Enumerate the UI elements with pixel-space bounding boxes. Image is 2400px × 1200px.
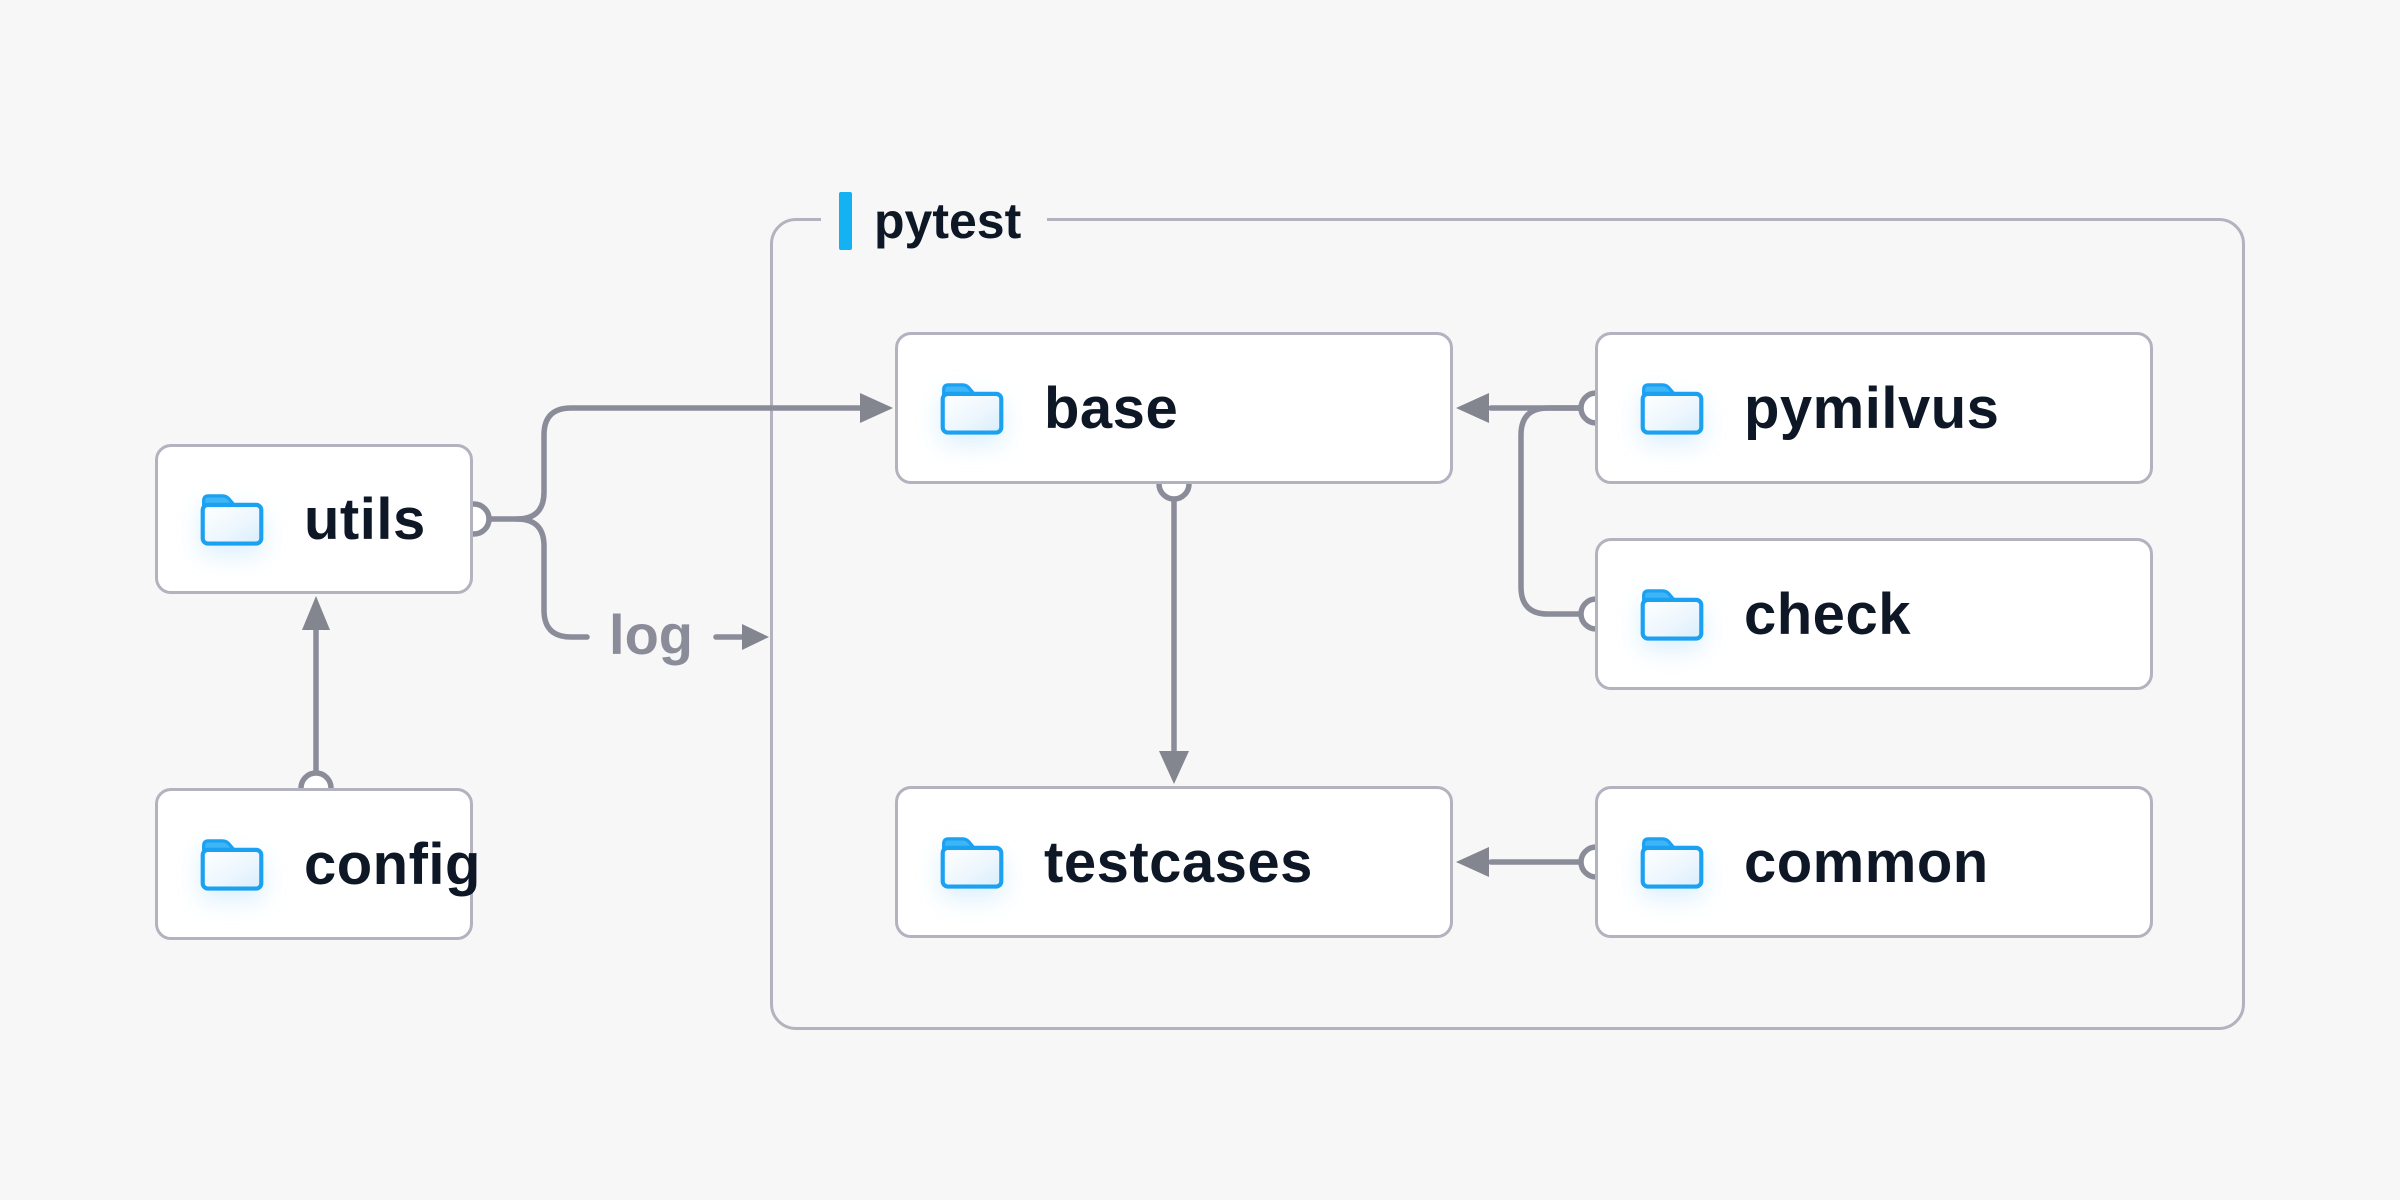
node-config: config bbox=[155, 788, 480, 940]
node-label: utils bbox=[304, 486, 426, 552]
folder-icon bbox=[938, 833, 1006, 892]
node-base: base bbox=[895, 332, 1453, 484]
node-label: pymilvus bbox=[1744, 375, 2000, 441]
node-label: testcases bbox=[1044, 829, 1313, 895]
pytest-group-title: pytest bbox=[874, 193, 1022, 249]
node-label: check bbox=[1744, 581, 1911, 647]
node-common: common bbox=[1595, 786, 2153, 938]
edge-utils-log bbox=[514, 516, 590, 640]
pytest-group-label: pytest bbox=[821, 190, 1048, 252]
folder-icon bbox=[1638, 585, 1706, 644]
folder-icon bbox=[1638, 379, 1706, 438]
arrowhead-into-utils bbox=[302, 596, 330, 630]
node-pymilvus: pymilvus bbox=[1595, 332, 2153, 484]
folder-icon bbox=[1638, 833, 1706, 892]
node-label: config bbox=[304, 831, 481, 897]
arrowhead-log bbox=[742, 624, 769, 650]
node-utils: utils bbox=[155, 444, 473, 594]
node-label: common bbox=[1744, 829, 1989, 895]
pytest-group-container: pytest bbox=[770, 190, 2245, 1030]
folder-icon bbox=[938, 379, 1006, 438]
node-label: base bbox=[1044, 375, 1179, 441]
folder-icon bbox=[198, 835, 266, 894]
folder-icon bbox=[198, 490, 266, 549]
node-check: check bbox=[1595, 538, 2153, 690]
edge-label-log: log bbox=[609, 602, 693, 666]
accent-bar-icon bbox=[839, 192, 852, 250]
node-testcases: testcases bbox=[895, 786, 1453, 938]
